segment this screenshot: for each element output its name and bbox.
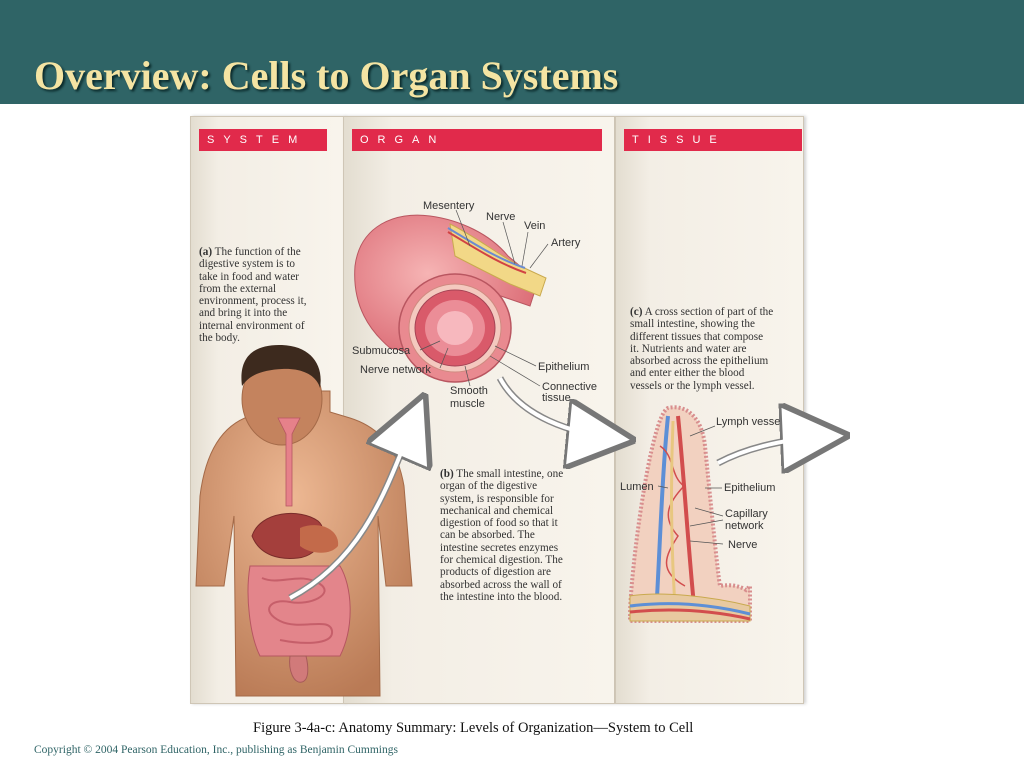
label-epithelium: Epithelium bbox=[538, 361, 589, 373]
system-caption-line: digestive system is to bbox=[199, 258, 296, 271]
tissue-caption-line: vessels or the lymph vessel. bbox=[630, 379, 755, 392]
anatomy-figure: SYSTEM (a) The function of the digestive… bbox=[190, 116, 810, 704]
svg-text:Lumen: Lumen bbox=[620, 481, 654, 493]
tissue-caption-tag: (c) bbox=[630, 306, 643, 318]
svg-text:Nerve: Nerve bbox=[486, 211, 515, 223]
tissue-caption-line: small intestine, showing the bbox=[630, 318, 755, 331]
organ-caption: (b) The small intestine, one organ of th… bbox=[440, 468, 610, 603]
organ-caption-tag: (b) bbox=[440, 468, 454, 480]
system-caption-line: from the external bbox=[199, 282, 277, 295]
label-lumen: Lumen bbox=[620, 481, 654, 493]
system-caption-tag: (a) bbox=[199, 246, 213, 258]
label-tissue: tissue bbox=[542, 392, 571, 404]
organ-caption-line: The small intestine, one bbox=[456, 468, 564, 480]
organ-caption-line: absorbed across the wall of bbox=[440, 578, 562, 591]
tissue-labels: Lymph vessel Lumen Epithelium Capillary … bbox=[620, 416, 783, 551]
label-connective: Connective bbox=[542, 381, 597, 393]
organ-labels: Mesentery Nerve Vein Artery Submucosa Ne… bbox=[352, 200, 597, 410]
villus-illustration bbox=[628, 405, 752, 623]
svg-text:Epithelium: Epithelium bbox=[724, 482, 775, 494]
system-header: SYSTEM bbox=[199, 129, 327, 151]
svg-text:Smooth: Smooth bbox=[450, 385, 488, 397]
illustration-layer: Mesentery Nerve Vein Artery Submucosa Ne… bbox=[195, 200, 810, 697]
svg-text:Connective: Connective bbox=[542, 381, 597, 393]
organ-caption-line: the intestine into the blood. bbox=[440, 590, 563, 603]
title-bar bbox=[0, 0, 1024, 104]
svg-text:Mesentery: Mesentery bbox=[423, 200, 475, 212]
tissue-caption-line: absorbed across the epithelium bbox=[630, 355, 769, 368]
tissue-header: TISSUE bbox=[624, 129, 802, 151]
svg-text:Nerve network: Nerve network bbox=[360, 364, 431, 376]
label-artery: Artery bbox=[551, 237, 581, 249]
system-caption-line: the body. bbox=[199, 332, 240, 345]
figure-caption: Figure 3-4a-c: Anatomy Summary: Levels o… bbox=[253, 720, 694, 736]
system-caption-line: and bring it into the bbox=[199, 307, 288, 320]
svg-text:Submucosa: Submucosa bbox=[352, 345, 411, 357]
tissue-caption: (c) A cross section of part of the small… bbox=[630, 306, 802, 392]
organ-caption-line: organ of the digestive bbox=[440, 480, 538, 493]
organ-caption-line: can be absorbed. The bbox=[440, 529, 535, 542]
flow-arrows bbox=[288, 376, 836, 602]
intestine-illustration bbox=[354, 214, 547, 383]
organ-header: ORGAN bbox=[352, 129, 602, 151]
label-tissue-epithelium: Epithelium bbox=[724, 482, 775, 494]
label-network: network bbox=[725, 520, 764, 532]
tissue-caption-line: and enter either the blood bbox=[630, 367, 745, 380]
label-nerve: Nerve bbox=[486, 211, 515, 223]
organ-caption-line: digestion of food so that it bbox=[440, 517, 558, 530]
tissue-caption-line: different tissues that compose bbox=[630, 330, 764, 343]
tissue-caption-line: it. Nutrients and water are bbox=[630, 342, 747, 355]
label-lymph-vessel: Lymph vessel bbox=[716, 416, 783, 428]
svg-text:Artery: Artery bbox=[551, 237, 581, 249]
tissue-leader-lines bbox=[657, 425, 724, 545]
organ-caption-line: system, is responsible for bbox=[440, 492, 554, 505]
label-nerve-network: Nerve network bbox=[360, 364, 431, 376]
svg-text:Vein: Vein bbox=[524, 220, 545, 232]
label-muscle: muscle bbox=[450, 398, 485, 410]
label-mesentery: Mesentery bbox=[423, 200, 475, 212]
label-tissue-nerve: Nerve bbox=[728, 539, 757, 551]
svg-text:Nerve: Nerve bbox=[728, 539, 757, 551]
system-caption-line: The function of the bbox=[214, 246, 301, 258]
organ-caption-line: products of digestion are bbox=[440, 566, 551, 579]
label-capillary: Capillary bbox=[725, 508, 768, 520]
label-vein: Vein bbox=[524, 220, 545, 232]
system-caption-line: take in food and water bbox=[199, 270, 300, 283]
organ-leader-lines bbox=[419, 209, 549, 387]
svg-text:tissue: tissue bbox=[542, 392, 571, 404]
slide-title: Overview: Cells to Organ Systems bbox=[34, 53, 619, 98]
svg-text:muscle: muscle bbox=[450, 398, 485, 410]
tissue-caption-line: A cross section of part of the bbox=[644, 306, 774, 318]
system-caption-line: environment, process it, bbox=[199, 295, 307, 308]
svg-text:Epithelium: Epithelium bbox=[538, 361, 589, 373]
organ-caption-line: intestine secretes enzymes bbox=[440, 541, 559, 554]
system-caption: (a) The function of the digestive system… bbox=[199, 246, 339, 344]
system-caption-line: internal environment of bbox=[199, 319, 305, 332]
svg-text:Lymph vessel: Lymph vessel bbox=[716, 416, 783, 428]
label-submucosa: Submucosa bbox=[352, 345, 411, 357]
svg-text:network: network bbox=[725, 520, 764, 532]
organ-caption-line: mechanical and chemical bbox=[440, 504, 554, 517]
human-torso-illustration bbox=[195, 344, 413, 697]
organ-caption-line: for chemical digestion. The bbox=[440, 554, 563, 567]
label-smooth: Smooth bbox=[450, 385, 488, 397]
copyright-notice: Copyright © 2004 Pearson Education, Inc.… bbox=[34, 744, 398, 756]
svg-text:Capillary: Capillary bbox=[725, 508, 768, 520]
